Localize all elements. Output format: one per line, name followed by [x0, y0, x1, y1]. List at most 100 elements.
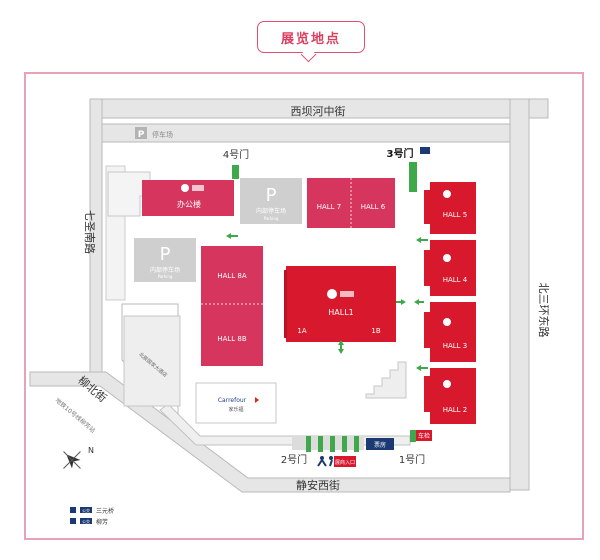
gate-2-label: 2号门 [281, 453, 307, 466]
arrow-head-icon [416, 237, 421, 243]
parking-upper-p: P [266, 185, 277, 206]
legend: 公交 三元桥 公交 柳芳 [70, 507, 114, 526]
stepped-structure [365, 361, 407, 399]
ticket-office [366, 438, 394, 450]
pedestrian-head [329, 456, 333, 460]
security-check [416, 430, 432, 441]
parking-strip-text: 停车场 [152, 130, 173, 139]
legend-bus-2-label: 柳芳 [96, 518, 108, 526]
pedestrian-body [317, 458, 333, 467]
gate-1-label: 1号门 [399, 453, 425, 466]
road-name-top: 西坝河中街 [291, 104, 346, 118]
parking-left-p: P [160, 244, 171, 265]
gate-1-marker [410, 430, 416, 442]
hall-1-building [286, 266, 396, 342]
pedestrian-icon [317, 456, 333, 467]
arrow-head-icon [416, 365, 421, 371]
road-diagonal [29, 371, 511, 493]
hall-4-logo [443, 254, 451, 262]
gate-3-marker [409, 162, 417, 192]
road-name-left: 七圣南路 [83, 210, 96, 254]
hall-5-building [430, 182, 476, 234]
hall-2-label: HALL 2 [443, 406, 468, 414]
hall-1a-label: 1A [297, 327, 306, 335]
section-title-text: 展览地点 [280, 31, 341, 47]
compass-icon: N [63, 446, 94, 469]
metro-line-label: 地铁10号线柳芳站 [54, 396, 97, 434]
security-check-label: 车检 [418, 432, 430, 440]
hall-4-building [430, 240, 476, 296]
gate-3-bus-icon [420, 147, 430, 154]
hall-8a-label: HALL 8A [217, 272, 247, 280]
exhibitor-entry-label: 展商入口 [335, 459, 355, 466]
carrefour-label: Carrefour [218, 397, 247, 404]
ticket-office-label: 票房 [374, 441, 386, 449]
legend-bus-1-label: 三元桥 [96, 507, 114, 515]
office-annex [107, 171, 151, 217]
hall-4-label: HALL 4 [443, 276, 468, 284]
gate-4-marker [232, 165, 239, 179]
arrow-head-icon [414, 299, 419, 305]
legend-bus-icon [70, 507, 76, 513]
parking-strip-label: P 停车场 [135, 127, 173, 140]
hall-8-block [201, 246, 263, 366]
gate-3-label: 3号门 [387, 147, 414, 160]
parking-strip-p: P [138, 130, 145, 140]
hall-3-label: HALL 3 [443, 342, 468, 350]
logo-icon [181, 184, 189, 192]
hall-1-label: HALL1 [328, 308, 354, 317]
gate-pillar [318, 436, 323, 452]
hall-5-label: HALL 5 [443, 211, 468, 219]
hall-1b-label: 1B [371, 327, 380, 335]
east-halls: HALL 5 HALL 4 HALL 3 HALL 2 [424, 182, 476, 424]
legend-bus-tag-2-text: 公交 [82, 518, 90, 524]
hall-1-edge [284, 270, 287, 338]
arrow-down-icon [338, 349, 344, 354]
hall-3-wing [424, 312, 430, 348]
gate-4-label: 4号门 [223, 148, 249, 161]
section-title: 展览地点 [257, 21, 365, 53]
parking-upper [240, 178, 302, 224]
compass-cross [63, 451, 81, 469]
hall-7-label: HALL 7 [317, 203, 342, 211]
hall-3-logo [443, 318, 451, 326]
carrefour-logo-icon [255, 397, 259, 403]
parking-left-cn: 内部停车场 [150, 266, 180, 274]
legend-bus-tag-1-text: 公交 [82, 507, 90, 513]
carrefour-building [195, 382, 277, 424]
gate-pillar [306, 436, 311, 452]
arrow-head-icon [226, 233, 231, 239]
hall-8b-label: HALL 8B [217, 335, 247, 343]
gate-2-plaza [292, 436, 364, 450]
exhibitor-entry [334, 456, 356, 467]
hall-1-logo [327, 289, 337, 299]
office-label: 办公楼 [177, 199, 201, 209]
hall-4-wing [424, 250, 430, 286]
legend-bus-tag-2 [80, 518, 92, 524]
hotel-building [123, 315, 181, 407]
hall-2-wing [424, 376, 430, 412]
gate-pillar [342, 436, 347, 452]
parking-upper-cn: 内部停车场 [256, 207, 286, 215]
office-logo [181, 184, 204, 192]
arrow-head-icon [401, 299, 406, 305]
hall-5-logo [443, 190, 451, 198]
parking-upper-en: Parking [264, 216, 279, 221]
arrow-up-icon [338, 340, 344, 345]
road-name-right: 北三环东路 [537, 283, 550, 338]
hall-5-wing [424, 190, 430, 224]
map-frame [24, 72, 584, 540]
gate-pillar [330, 436, 335, 452]
legend-bus-tag-1 [80, 507, 92, 513]
hall-1-wordmark [340, 291, 354, 297]
road-right [509, 98, 530, 491]
pedestrian-head [320, 456, 324, 460]
hall-6-label: HALL 6 [361, 203, 386, 211]
compass-north-label: N [88, 446, 94, 455]
parking-strip-icon [135, 127, 147, 139]
gate-pillar [354, 436, 359, 452]
legend-bus-icon [70, 518, 76, 524]
hall-2-logo [443, 380, 451, 388]
parking-left [134, 238, 196, 282]
hall-2-building [430, 368, 476, 424]
